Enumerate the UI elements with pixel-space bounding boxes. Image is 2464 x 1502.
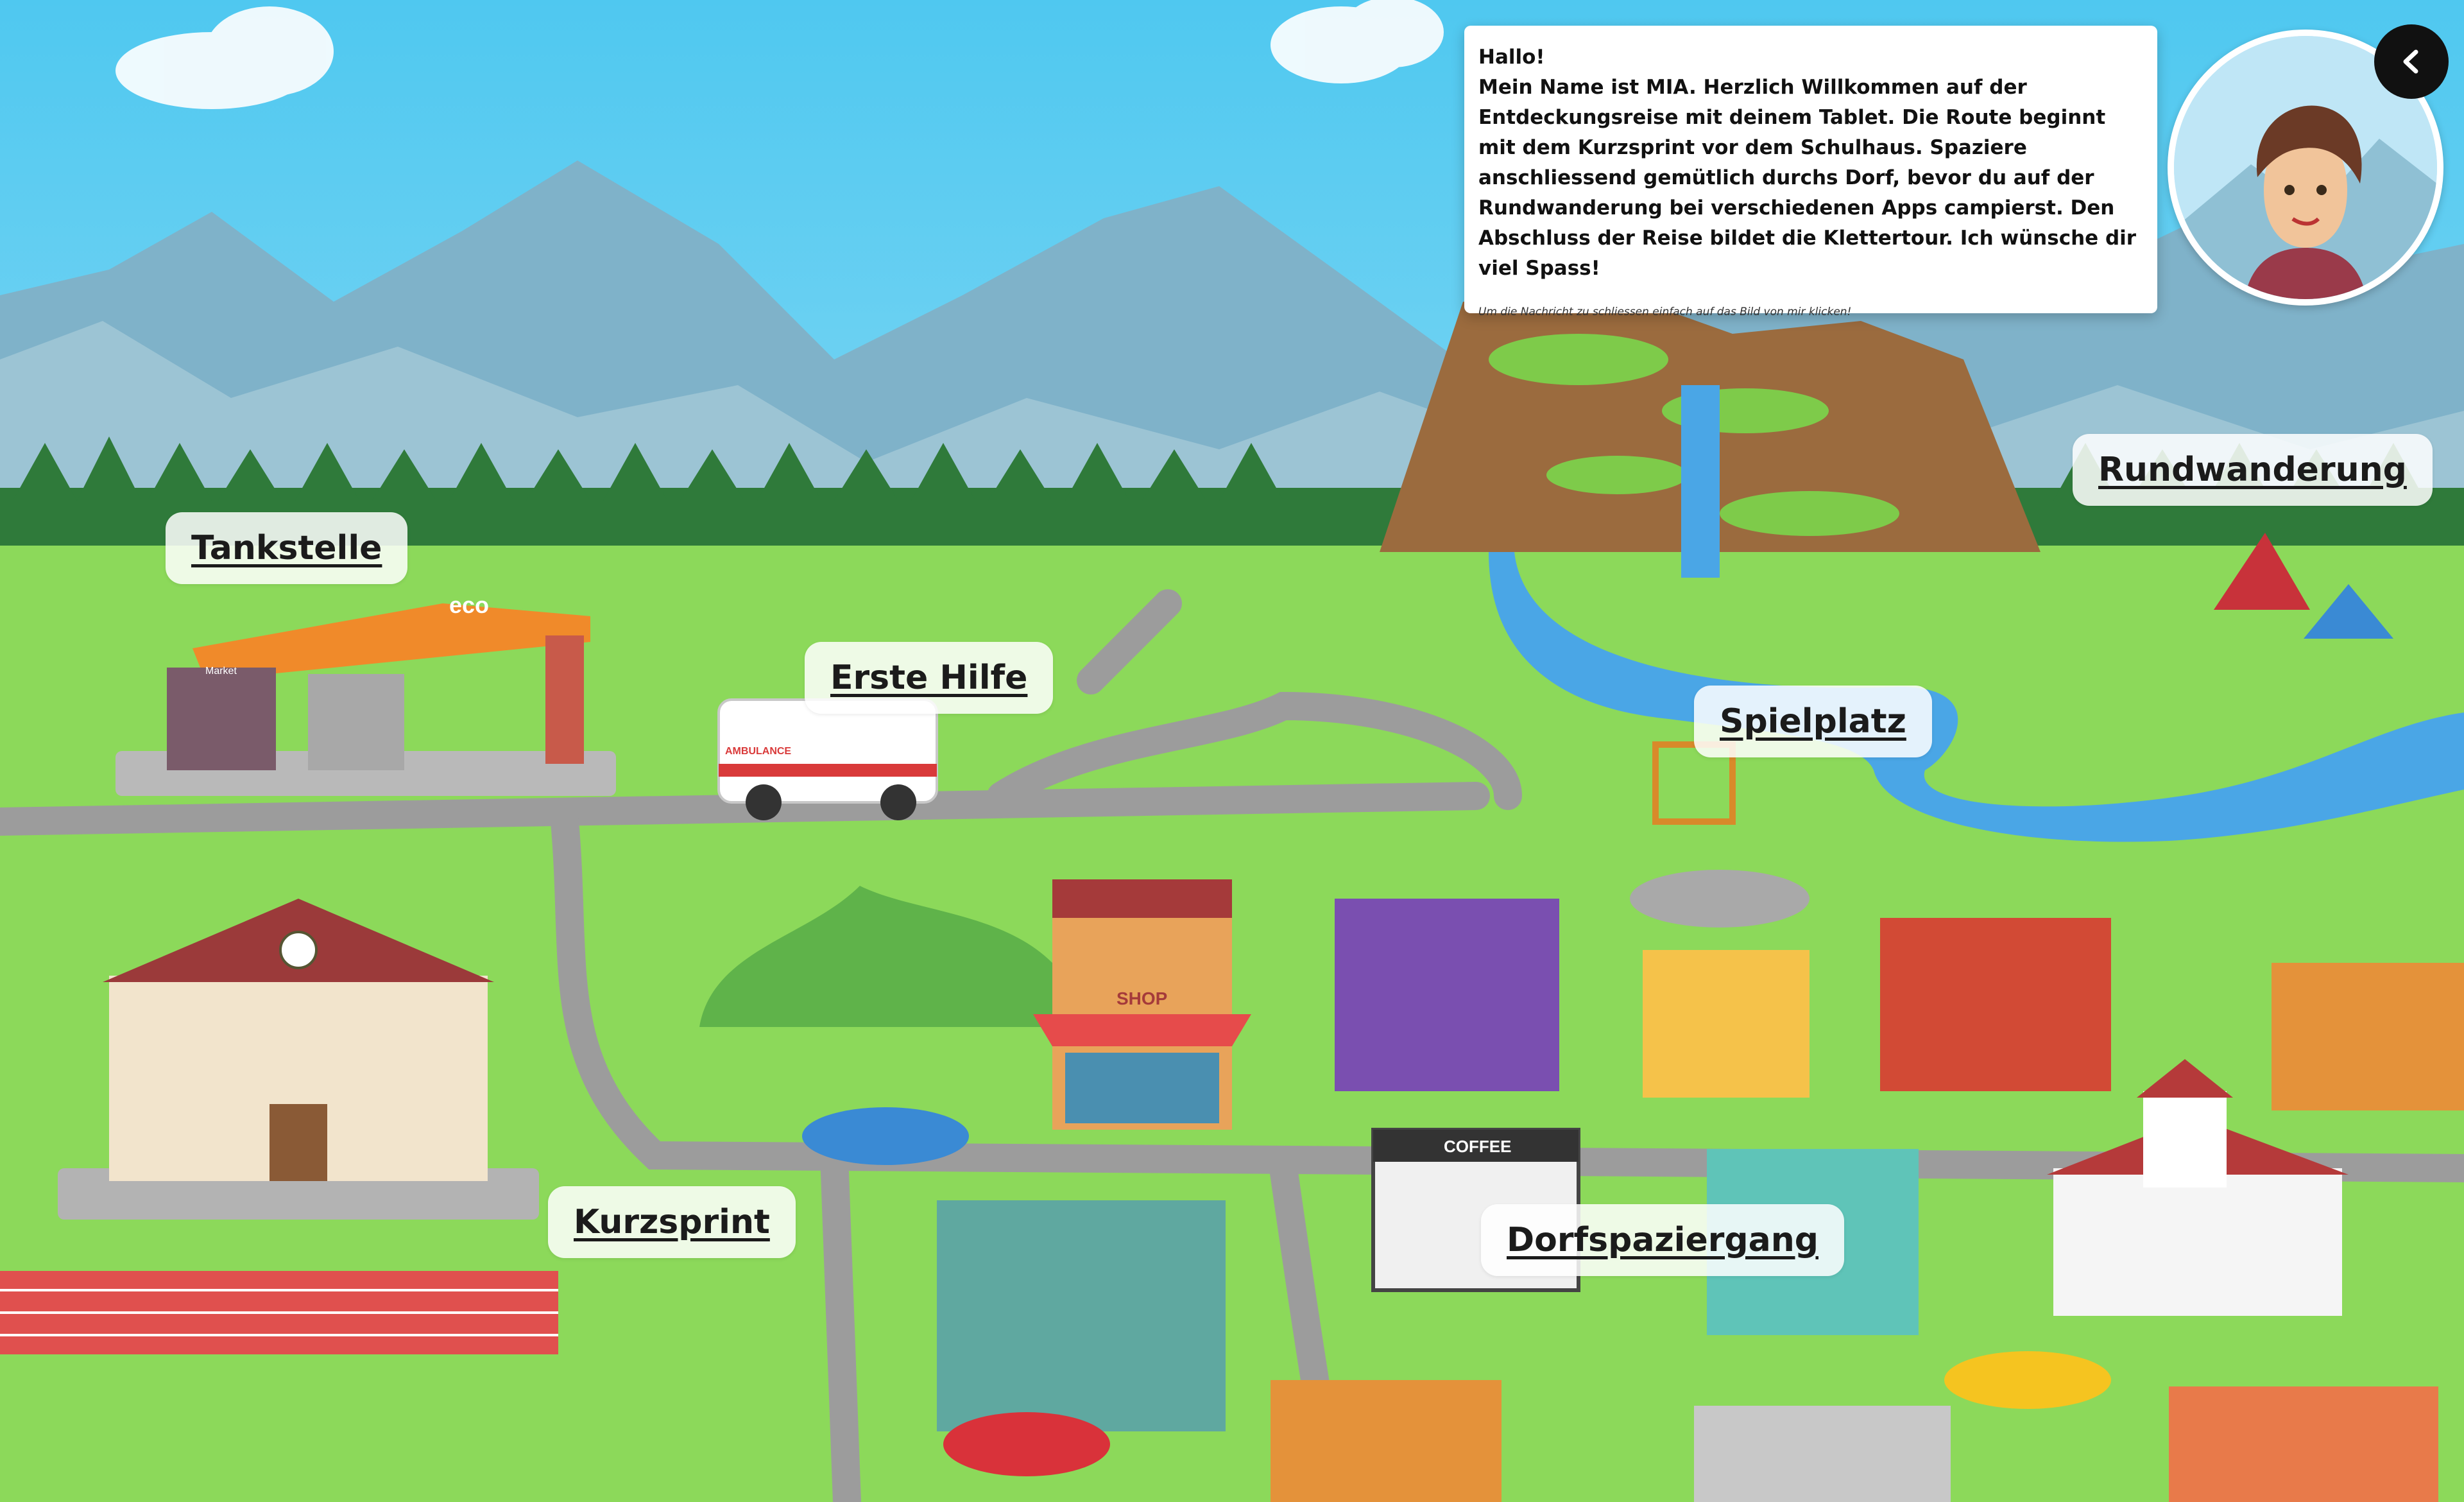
location-erste-hilfe[interactable]: Erste Hilfe — [805, 642, 1054, 714]
red-house — [1880, 918, 2111, 1091]
ambulance-text: AMBULANCE — [725, 746, 791, 757]
church — [2047, 1059, 2348, 1316]
tent-blue — [2304, 584, 2393, 639]
orange-house — [2272, 963, 2464, 1110]
coffee-sign: COFFEE — [1444, 1137, 1511, 1156]
clouds — [116, 0, 1444, 109]
message-hint: Um die Nachricht zu schliessen einfach a… — [1478, 306, 1852, 318]
purple-house — [1335, 899, 1559, 1091]
location-tankstelle[interactable]: Tankstelle — [166, 512, 408, 584]
ambulance: AMBULANCE — [717, 698, 938, 820]
message-greeting: Hallo! — [1478, 46, 1545, 69]
waterfall — [1681, 385, 1720, 578]
river — [1489, 552, 2464, 842]
gas-brand-sign: eco — [449, 592, 489, 618]
shop-sign: SHOP — [1116, 988, 1167, 1008]
playground-area — [1630, 870, 1810, 928]
blue-car — [802, 1107, 969, 1165]
location-dorfspaziergang[interactable]: Dorfspaziergang — [1481, 1204, 1844, 1276]
mia-avatar[interactable] — [2168, 30, 2443, 306]
red-car — [943, 1412, 1110, 1476]
yellow-house — [1643, 950, 1810, 1098]
track-lines — [0, 1289, 558, 1336]
yellow-car — [1944, 1351, 2111, 1409]
roads — [0, 589, 2464, 1502]
bottom-house-3 — [2169, 1386, 2438, 1502]
tent-red — [2214, 533, 2310, 610]
gas-market-sign: Market — [205, 666, 237, 677]
message-body: Mein Name ist MIA. Herzlich Willkommen a… — [1478, 76, 2137, 280]
chevron-left-icon — [2403, 49, 2418, 74]
mia-message-box: Hallo! Mein Name ist MIA. Herzlich Willk… — [1464, 26, 2157, 318]
bottom-house-1 — [1270, 1380, 1502, 1502]
green-mansion — [937, 1200, 1226, 1431]
gas-station: eco Market — [116, 592, 616, 796]
bottom-house-2 — [1694, 1406, 1951, 1502]
location-kurzsprint[interactable]: Kurzsprint — [548, 1186, 796, 1258]
shop-building: SHOP — [1033, 879, 1251, 1130]
mia-avatar-icon — [2174, 36, 2437, 299]
bushes — [699, 886, 1052, 1027]
collapse-button[interactable] — [2374, 24, 2449, 99]
school-building — [58, 899, 539, 1220]
location-rundwanderung[interactable]: Rundwanderung — [2073, 434, 2433, 506]
location-spielplatz[interactable]: Spielplatz — [1694, 686, 1932, 757]
